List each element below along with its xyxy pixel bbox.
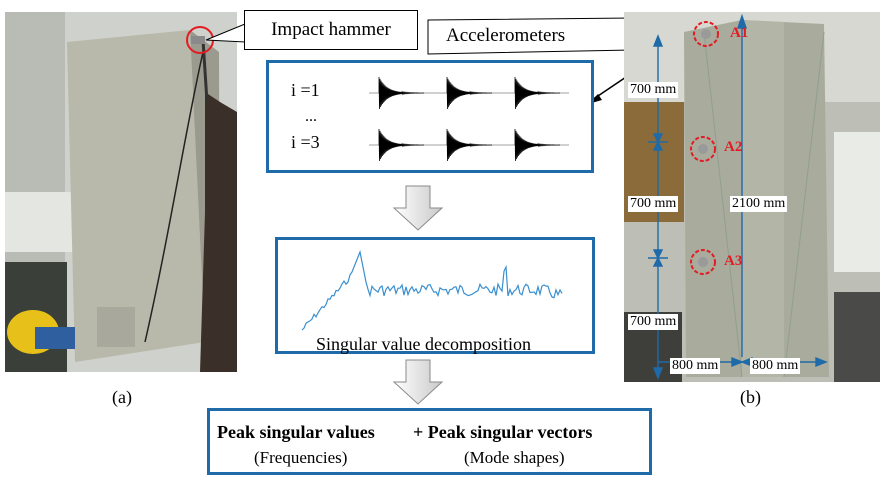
impulse-response-panel: i =1 ... i =3 [266, 60, 594, 173]
impulse-burst [378, 76, 425, 110]
svd-panel: Singular value decomposition [275, 237, 595, 354]
peak-singular-vectors-title: + Peak singular vectors [413, 422, 593, 442]
dim-v1: 700 mm [628, 82, 679, 98]
mode-shapes-sub: (Mode shapes) [464, 448, 565, 467]
dim-w2: 800 mm [750, 358, 801, 374]
signal-row-1-label: i =1 [291, 80, 320, 100]
sensor-a1-label: A1 [730, 25, 749, 41]
dim-v3: 700 mm [628, 314, 679, 330]
impact-hammer-label: Impact hammer [244, 10, 418, 50]
impulse-burst [378, 128, 425, 162]
dim-v2: 700 mm [628, 196, 679, 212]
down-arrow-1 [392, 185, 444, 231]
impulse-signals [369, 76, 569, 162]
impulse-burst [446, 76, 493, 110]
peak-singular-values-title: Peak singular values [217, 422, 375, 442]
caption-a: (a) [112, 387, 132, 407]
signal-row-3-label: i =3 [291, 132, 320, 152]
impulse-burst [514, 128, 561, 162]
svd-label: Singular value decomposition [316, 334, 531, 354]
signal-dots: ... [305, 108, 317, 125]
accelerometers-label: Accelerometers [446, 25, 566, 46]
frequencies-sub: (Frequencies) [254, 448, 348, 467]
photo-a-cabinet [5, 12, 237, 372]
impulse-burst [446, 128, 493, 162]
impulse-burst [514, 76, 561, 110]
sensor-a3-label: A3 [724, 253, 743, 269]
caption-b: (b) [740, 387, 761, 407]
singular-value-spectrum [301, 249, 563, 331]
dim-total: 2100 mm [730, 196, 788, 212]
sensor-a2-label: A2 [724, 139, 743, 155]
result-panel: Peak singular values + Peak singular vec… [207, 408, 652, 475]
dim-w1: 800 mm [670, 358, 721, 374]
down-arrow-2 [392, 359, 444, 405]
